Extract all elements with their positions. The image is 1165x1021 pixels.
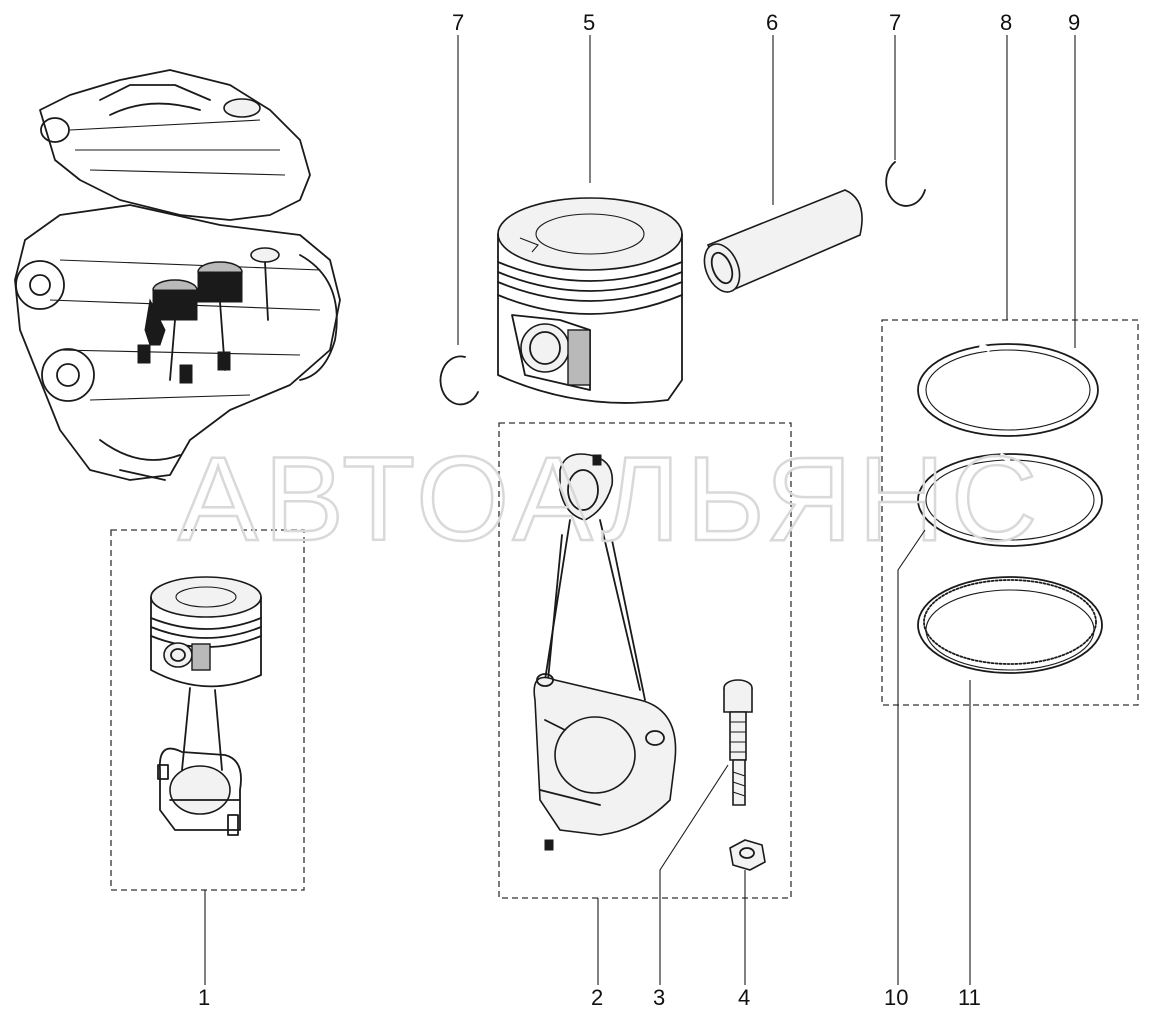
connecting-rod-box (498, 422, 792, 899)
callout-5: 5 (583, 10, 595, 35)
engine-overview-illustration (14, 69, 341, 481)
callout-7-left: 7 (452, 10, 464, 35)
compression-ring-top-illustration (917, 342, 1099, 437)
callout-6: 6 (766, 10, 778, 35)
oil-control-ring-illustration (917, 576, 1103, 674)
connecting-rod-illustration (533, 453, 677, 851)
callout-numbers: 7 5 6 7 8 9 1 2 3 4 10 11 (198, 10, 1080, 1010)
bolt-illustration (723, 679, 753, 806)
assembly-1-box (110, 529, 305, 891)
callout-10: 10 (884, 985, 908, 1010)
piston-illustration (497, 197, 683, 404)
watermark-text: АВТОАЛЬЯНС (178, 432, 1043, 566)
nut-illustration (729, 839, 766, 871)
callout-11: 11 (958, 985, 981, 1010)
circlip-right-illustration (885, 161, 926, 207)
piston-pin-illustration (703, 189, 863, 294)
leader-lines (204, 35, 1076, 985)
engine-highlighted-pistons (137, 247, 280, 384)
callout-1: 1 (198, 985, 210, 1010)
callout-7-right: 7 (889, 10, 901, 35)
callout-9: 9 (1068, 10, 1080, 35)
callout-8: 8 (1000, 10, 1012, 35)
callout-3: 3 (653, 985, 665, 1010)
compression-ring-second-illustration (917, 452, 1103, 547)
callout-2: 2 (591, 985, 603, 1010)
callout-4: 4 (738, 985, 750, 1010)
circlip-left-illustration (439, 355, 479, 406)
piston-rod-assembly-illustration (150, 576, 262, 836)
